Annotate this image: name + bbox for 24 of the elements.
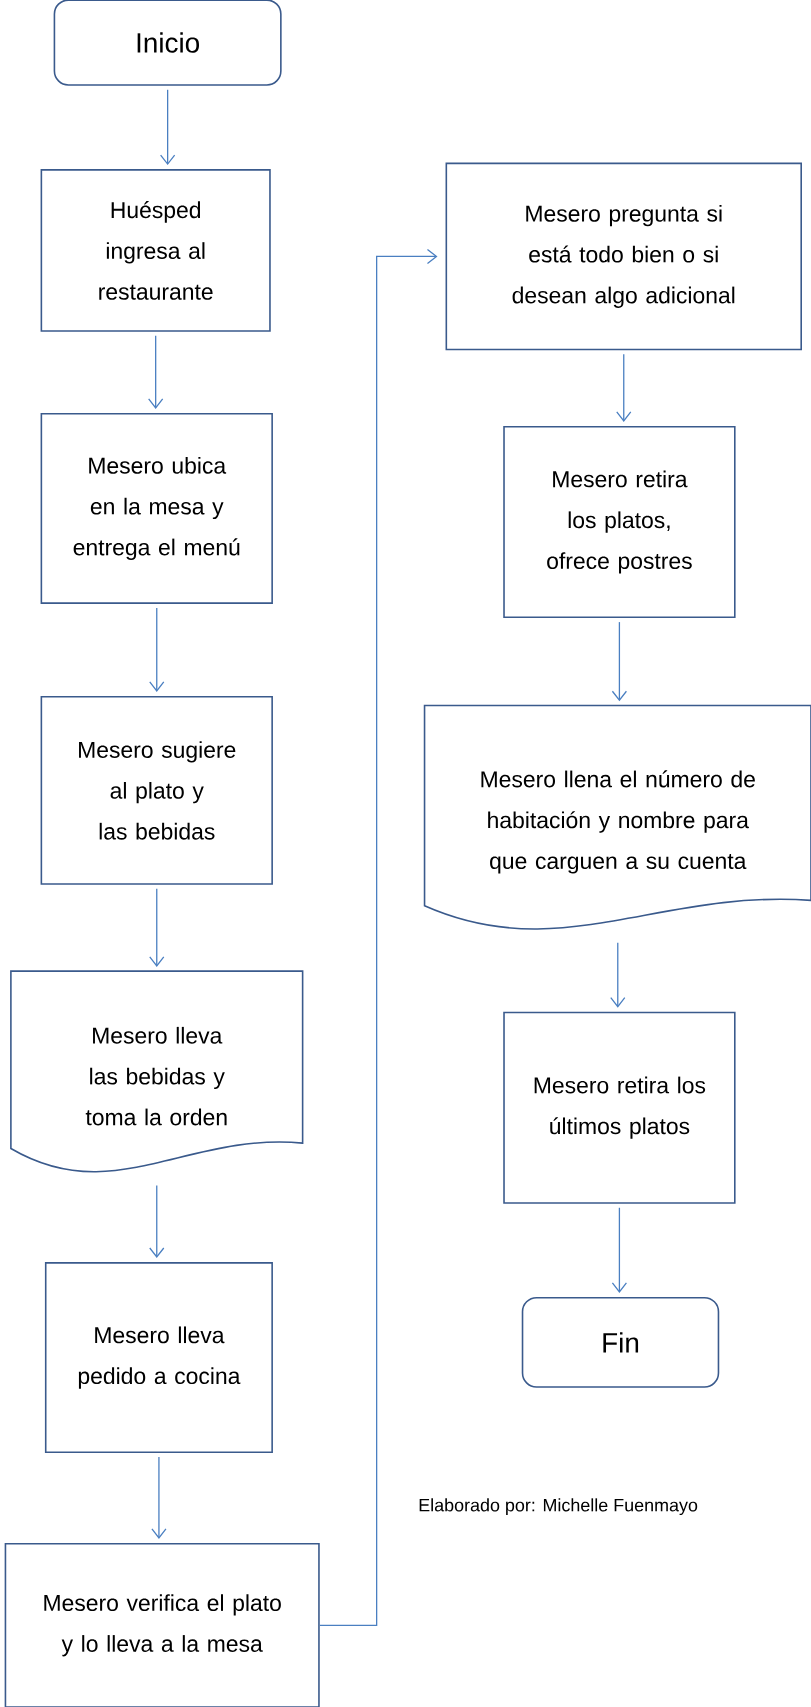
document-box: Mesero lleva las bebidas y toma la orden	[10, 970, 304, 1173]
terminal-box: Fin	[521, 1296, 720, 1388]
arrow	[319, 248, 438, 1626]
process-box: Mesero ubica en la mesa y entrega el menú	[40, 412, 273, 604]
terminal-box: Inicio	[53, 0, 282, 86]
arrow	[151, 1456, 167, 1539]
process-box: Mesero pregunta si está todo bien o si desean algo adicional	[445, 162, 802, 351]
process-box: Mesero retira los últimos platos	[503, 1011, 736, 1204]
process-box: Mesero sugiere al plato y las bebidas	[40, 696, 273, 885]
arrow	[149, 607, 165, 692]
process-box: Mesero verifica el plato y lo lleva a la mesa	[4, 1542, 320, 1707]
arrow	[616, 353, 632, 422]
arrow	[149, 888, 165, 967]
arrow	[148, 335, 164, 409]
document-box: Mesero llena el número de habitación y nombre para que carguen a su cuenta	[423, 704, 811, 930]
arrow	[610, 942, 626, 1008]
process-box: Mesero lleva pedido a cocina	[44, 1262, 273, 1454]
arrow	[611, 621, 628, 702]
arrow	[149, 1184, 165, 1259]
process-box: Huésped ingresa al restaurante	[40, 169, 271, 332]
credit-text: Elaborado por: Michelle Fuenmayo	[419, 1498, 698, 1516]
arrow	[160, 89, 176, 166]
arrow	[611, 1207, 628, 1293]
process-box: Mesero retira los platos, ofrece postres	[503, 426, 736, 619]
